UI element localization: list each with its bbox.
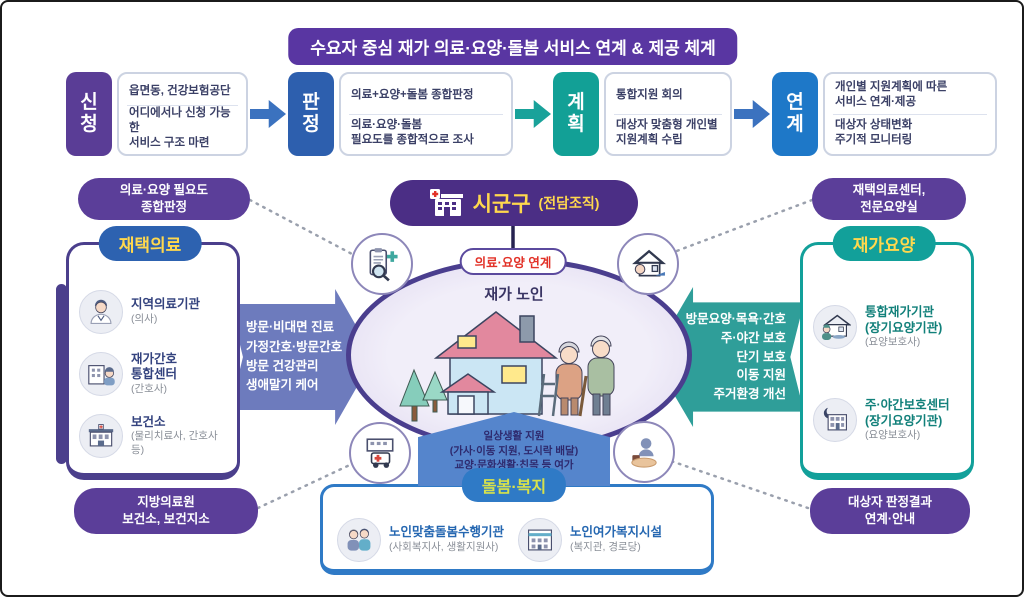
label-regional-medical: 지방의료원 보건소, 보건지소: [74, 488, 258, 534]
step-item: 통합지원 회의: [616, 88, 683, 101]
node-assessment: [351, 233, 413, 295]
assessment-clipboard-icon: [369, 248, 398, 282]
flow-step-link: 연계 개인별 지원계획에 따른 서비스 연계·제공 대상자 상태변화 주기적 모…: [772, 72, 997, 156]
step-card-link: 개인별 지원계획에 따른 서비스 연계·제공 대상자 상태변화 주기적 모니터링: [823, 72, 997, 156]
step-card-plan: 통합지원 회의 대상자 맞춤형 개인별 지원계획 수립: [604, 72, 732, 156]
item-sub: (사회복지사, 생활지원사): [389, 540, 499, 553]
item-name: 노인여가복지시설: [570, 525, 663, 540]
page-title: 수요자 중심 재가 의료·요양·돌봄 서비스 연계 & 제공 체계: [288, 28, 738, 65]
step-item: 의료·요양·돌봄 필요도를 종합적으로 조사: [351, 118, 474, 146]
sigungu-hub: 시군구 (전담조직): [390, 180, 638, 226]
label-assessment: 의료·요양 필요도 종합판정: [78, 178, 250, 220]
step-card-apply: 읍면동, 건강보험공단 어디에서나 신청 가능한 서비스 구조 마련: [117, 72, 248, 156]
label-home-medical-center: 재택의료센터, 전문요양실: [812, 178, 966, 220]
care-welfare-title: 돌봄·복지: [461, 468, 567, 502]
hospital-building-icon: [429, 189, 463, 216]
item-sub: (간호사): [131, 382, 167, 395]
list-item: 지역의료기관 (의사): [79, 289, 227, 334]
item-name: 노인맞춤돌봄수행기관: [389, 525, 505, 540]
list-item: 보건소 (물리치료사, 간호사 등): [79, 414, 227, 459]
arrow-right-icon: [250, 100, 286, 128]
doctor-icon: [90, 299, 112, 324]
list-item: 노인맞춤돌봄수행기관 (사회복지사, 생활지원사): [337, 518, 504, 562]
home-medical-services-text: 방문·비대면 진료 가정간호·방문간호 방문 건강관리 생애말기 케어: [246, 320, 343, 393]
arrow-right-icon: [734, 100, 770, 128]
process-flow: 신청 읍면동, 건강보험공단 어디에서나 신청 가능한 서비스 구조 마련 판정…: [66, 72, 997, 156]
step-item: 개인별 지원계획에 따른 서비스 연계·제공: [835, 81, 948, 109]
home-elderly-label: 재가 노인: [484, 286, 544, 303]
item-sub: (요양보호사): [865, 429, 921, 442]
care-welfare-items: 노인맞춤돌봄수행기관 (사회복지사, 생활지원사) 노인여가복지시설 (복지관,…: [337, 515, 703, 565]
left-panel-accent: [56, 284, 67, 464]
ambulance-icon: [366, 438, 394, 468]
step-label-plan: 계획: [553, 72, 599, 156]
step-item: 대상자 상태변화 주기적 모니터링: [835, 118, 913, 146]
nurse-center-icon: [88, 365, 115, 386]
step-label-link: 연계: [772, 72, 818, 156]
home-care-items: 통합재가기관 (장기요양기관) (요양보호사) 주·야간보호센터 (장기요양기관…: [803, 281, 971, 467]
flow-step-apply: 신청 읍면동, 건강보험공단 어디에서나 신청 가능한 서비스 구조 마련: [66, 72, 248, 156]
step-item: 대상자 맞춤형 개인별 지원계획 수립: [616, 118, 718, 146]
step-item: 어디에서나 신청 가능한 서비스 구조 마련: [129, 107, 231, 150]
node-ambulance: [349, 422, 411, 484]
welfare-facility-icon: [528, 529, 553, 551]
daily-support-text: 일상생활 지원 (가사·이동 지원, 도시락 배달) 교양·문화생활·친목 등 …: [449, 430, 579, 472]
caregivers-icon: [347, 528, 371, 551]
medical-care-link-badge: 의료·요양 연계: [459, 248, 567, 275]
divider: [614, 113, 722, 115]
arrow-right-icon: [515, 100, 551, 128]
divider: [833, 113, 987, 115]
label-result-guide: 대상자 판정결과 연계·안내: [810, 488, 970, 534]
step-label-judge: 판정: [288, 72, 334, 156]
item-sub: (복지관, 경로당): [570, 540, 641, 553]
flow-step-judge: 판정 의료+요양+돌봄 종합판정 의료·요양·돌봄 필요도를 종합적으로 조사: [288, 72, 513, 156]
list-item: 노인여가복지시설 (복지관, 경로당): [518, 518, 662, 562]
node-home-visit: [617, 233, 679, 295]
divider: [127, 105, 238, 107]
home-care-services-text: 방문요양·목욕·간호 주·야간 보호 단기 보호 이동 지원 주거환경 개선: [685, 312, 786, 402]
list-item: 주·야간보호센터 (장기요양기관) (요양보호사): [813, 398, 961, 443]
home-care-title: 재가요양: [832, 226, 936, 261]
item-name: 주·야간보호센터 (장기요양기관): [865, 398, 950, 428]
hub-org: (전담조직): [538, 195, 600, 211]
item-sub: (물리치료사, 간호사 등): [131, 430, 218, 456]
item-sub: (의사): [131, 312, 158, 325]
flow-step-plan: 계획 통합지원 회의 대상자 맞춤형 개인별 지원계획 수립: [553, 72, 732, 156]
item-name: 재가간호 통합센터: [131, 351, 178, 382]
step-item: 읍면동, 건강보험공단: [129, 84, 231, 97]
item-name: 통합재가기관 (장기요양기관): [865, 305, 943, 335]
integrated-care-agency-icon: [822, 315, 851, 341]
list-item: 재가간호 통합센터 (간호사): [79, 352, 227, 397]
divider: [349, 113, 503, 115]
item-sub: (요양보호사): [865, 336, 921, 349]
house-elderly-illustration: [399, 311, 615, 422]
item-name: 보건소: [131, 414, 166, 429]
home-medical-title: 재택의료: [98, 226, 202, 261]
home-visit-icon: [632, 249, 666, 277]
hub-name: 시군구: [472, 193, 531, 216]
item-name: 지역의료기관: [131, 297, 201, 312]
step-label-apply: 신청: [66, 72, 112, 156]
step-item: 의료+요양+돌봄 종합판정: [351, 88, 474, 101]
step-card-judge: 의료+요양+돌봄 종합판정 의료·요양·돌봄 필요도를 종합적으로 조사: [339, 72, 513, 156]
care-hand-icon: [631, 438, 657, 468]
home-care-panel: 통합재가기관 (장기요양기관) (요양보호사) 주·야간보호센터 (장기요양기관…: [800, 242, 974, 480]
home-medical-panel: 지역의료기관 (의사) 재가간호 통합센터 (간호사): [66, 242, 240, 480]
health-center-icon: [88, 424, 114, 447]
home-medical-items: 지역의료기관 (의사) 재가간호 통합센터 (간호사): [69, 281, 237, 467]
node-care-hand: [613, 421, 675, 483]
list-item: 통합재가기관 (장기요양기관) (요양보호사): [813, 305, 961, 350]
day-night-center-icon: [823, 408, 847, 431]
